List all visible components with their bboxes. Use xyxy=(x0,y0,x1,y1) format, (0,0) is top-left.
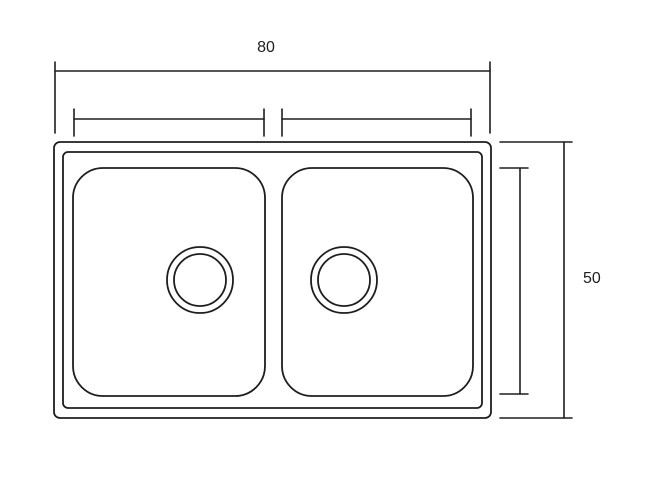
sink-inner-rim xyxy=(62,151,483,409)
sink-outer-rim xyxy=(53,141,492,419)
left-bowl xyxy=(72,167,266,397)
overall-width-dimension: 80 xyxy=(54,39,491,134)
right-bowl-width-bracket xyxy=(281,108,472,137)
left-drain-outer-ring xyxy=(166,246,234,314)
left-bowl-width-bracket xyxy=(73,108,265,137)
width-label: 80 xyxy=(257,39,275,56)
left-bowl-outline xyxy=(72,167,266,397)
height-label: 50 xyxy=(583,270,601,287)
overall-height-dimension: 50 xyxy=(499,141,601,419)
bowl-width-dimensions xyxy=(73,108,472,137)
sink-body xyxy=(53,141,492,419)
bowl-height-bracket xyxy=(499,167,529,395)
left-drain-inner-ring xyxy=(173,253,227,307)
right-drain-inner-ring xyxy=(317,253,371,307)
right-bowl xyxy=(281,167,474,397)
right-bowl-outline xyxy=(281,167,474,397)
right-drain-outer-ring xyxy=(310,246,378,314)
